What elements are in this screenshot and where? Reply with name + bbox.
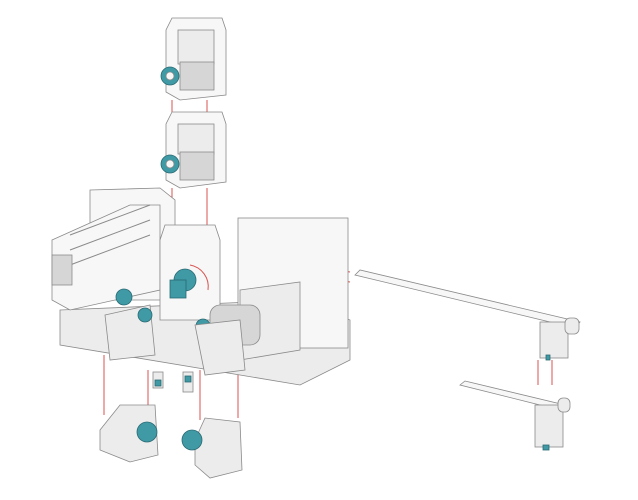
machine-base (51, 187, 351, 386)
gear-icon (136, 421, 158, 443)
exploded-housings-bottom (99, 404, 243, 479)
spindle-head-top (160, 17, 227, 101)
gear-icon (115, 288, 133, 306)
gantry-rail-upper (354, 269, 581, 361)
spindle-head-middle (160, 111, 227, 189)
small-tools (152, 371, 194, 393)
gear-icon (137, 307, 153, 323)
gantry-rail-lower (459, 380, 571, 451)
gear-icon (181, 429, 203, 451)
